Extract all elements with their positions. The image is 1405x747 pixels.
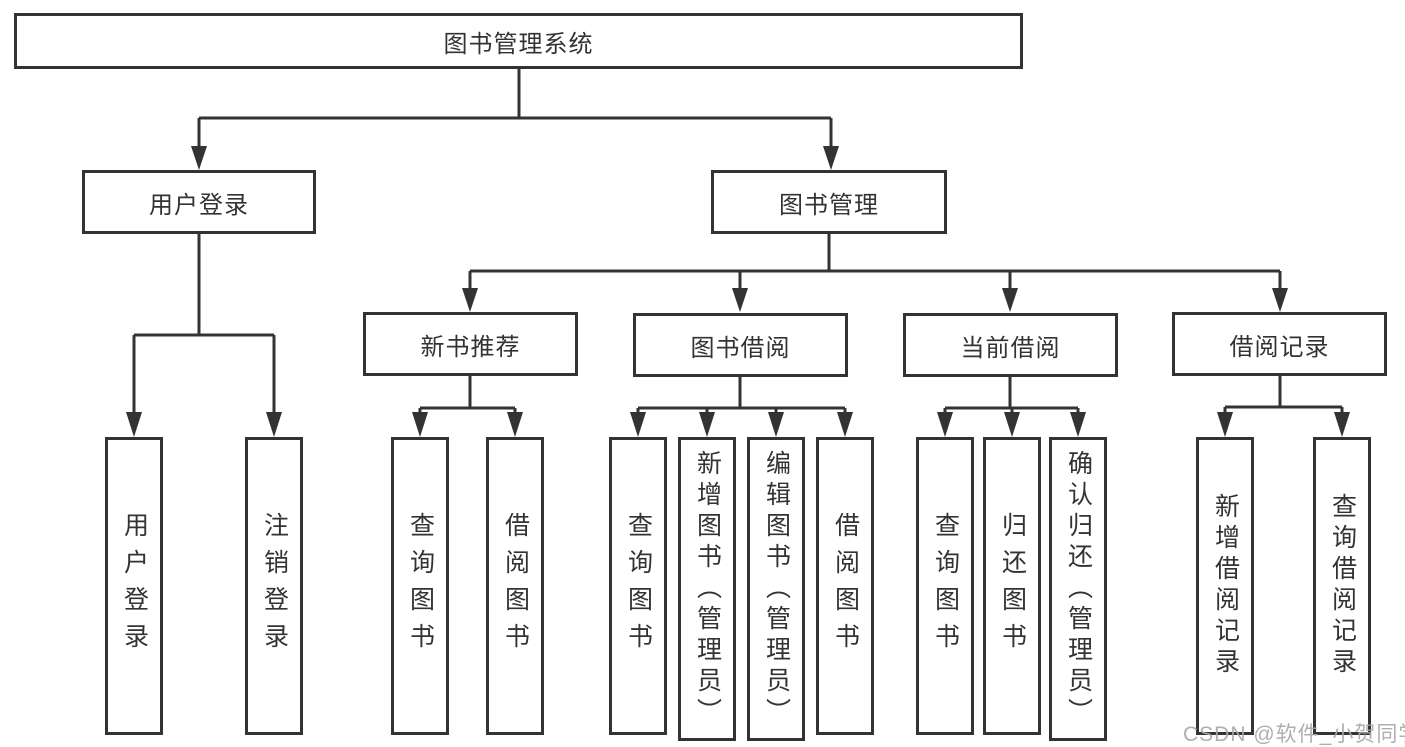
arrow-down-icon bbox=[1217, 412, 1233, 437]
arrow-down-icon bbox=[507, 412, 523, 437]
leaf-confirm-return-admin: 确认归还（管理员） bbox=[1049, 437, 1107, 741]
arrow-down-icon bbox=[837, 412, 853, 437]
arrow-down-icon bbox=[937, 412, 953, 437]
arrow-down-icon bbox=[699, 412, 715, 437]
arrow-down-icon bbox=[126, 412, 142, 437]
leaf-return-book: 归还图书 bbox=[983, 437, 1041, 735]
connector-current-leaves bbox=[945, 377, 1078, 410]
connector-borrow-leaves bbox=[638, 377, 845, 410]
node-borrow-records: 借阅记录 bbox=[1172, 312, 1387, 376]
leaf-borrow-books: 借阅图书 bbox=[816, 437, 874, 735]
arrow-down-icon bbox=[266, 412, 282, 437]
leaf-query-borrow-record: 查询借阅记录 bbox=[1313, 437, 1371, 735]
arrow-down-icon bbox=[732, 288, 748, 312]
arrow-down-icon bbox=[1334, 412, 1350, 437]
connector-mgmt-level3 bbox=[470, 234, 1280, 273]
node-book-borrow: 图书借阅 bbox=[633, 313, 848, 377]
arrow-down-icon bbox=[412, 412, 428, 437]
leaf-query-books-borrow: 查询图书 bbox=[609, 437, 667, 735]
node-book-management: 图书管理 bbox=[711, 170, 947, 234]
leaf-logout: 注销登录 bbox=[245, 437, 303, 735]
leaf-query-books-current: 查询图书 bbox=[916, 437, 974, 735]
node-new-book-recommend: 新书推荐 bbox=[363, 312, 578, 376]
node-current-borrow: 当前借阅 bbox=[903, 313, 1118, 377]
leaf-edit-book-admin: 编辑图书（管理员） bbox=[747, 437, 805, 741]
arrow-down-icon bbox=[1070, 412, 1086, 437]
node-root: 图书管理系统 bbox=[14, 13, 1023, 69]
leaf-user-login: 用户登录 bbox=[105, 437, 163, 735]
arrow-down-icon bbox=[768, 412, 784, 437]
csdn-watermark: CSDN @软件_小贺同学 bbox=[1183, 723, 1405, 746]
leaf-query-books-recommend: 查询图书 bbox=[391, 437, 449, 735]
arrow-down-icon bbox=[191, 146, 207, 170]
leaf-add-borrow-record: 新增借阅记录 bbox=[1196, 437, 1254, 735]
connector-root-level2 bbox=[199, 68, 831, 120]
arrow-down-icon bbox=[1272, 288, 1288, 312]
connector-records-leaves bbox=[1225, 376, 1342, 409]
node-user-login: 用户登录 bbox=[82, 170, 316, 234]
arrow-down-icon bbox=[1004, 412, 1020, 437]
arrow-down-icon bbox=[823, 146, 839, 170]
connector-recommend-leaves bbox=[420, 376, 515, 410]
leaf-borrow-books-recommend: 借阅图书 bbox=[486, 437, 544, 735]
arrow-down-icon bbox=[630, 412, 646, 437]
arrow-down-icon bbox=[1002, 288, 1018, 312]
leaf-add-book-admin: 新增图书（管理员） bbox=[678, 437, 736, 741]
arrow-down-icon bbox=[462, 288, 478, 312]
connector-login-leaves bbox=[134, 234, 274, 337]
